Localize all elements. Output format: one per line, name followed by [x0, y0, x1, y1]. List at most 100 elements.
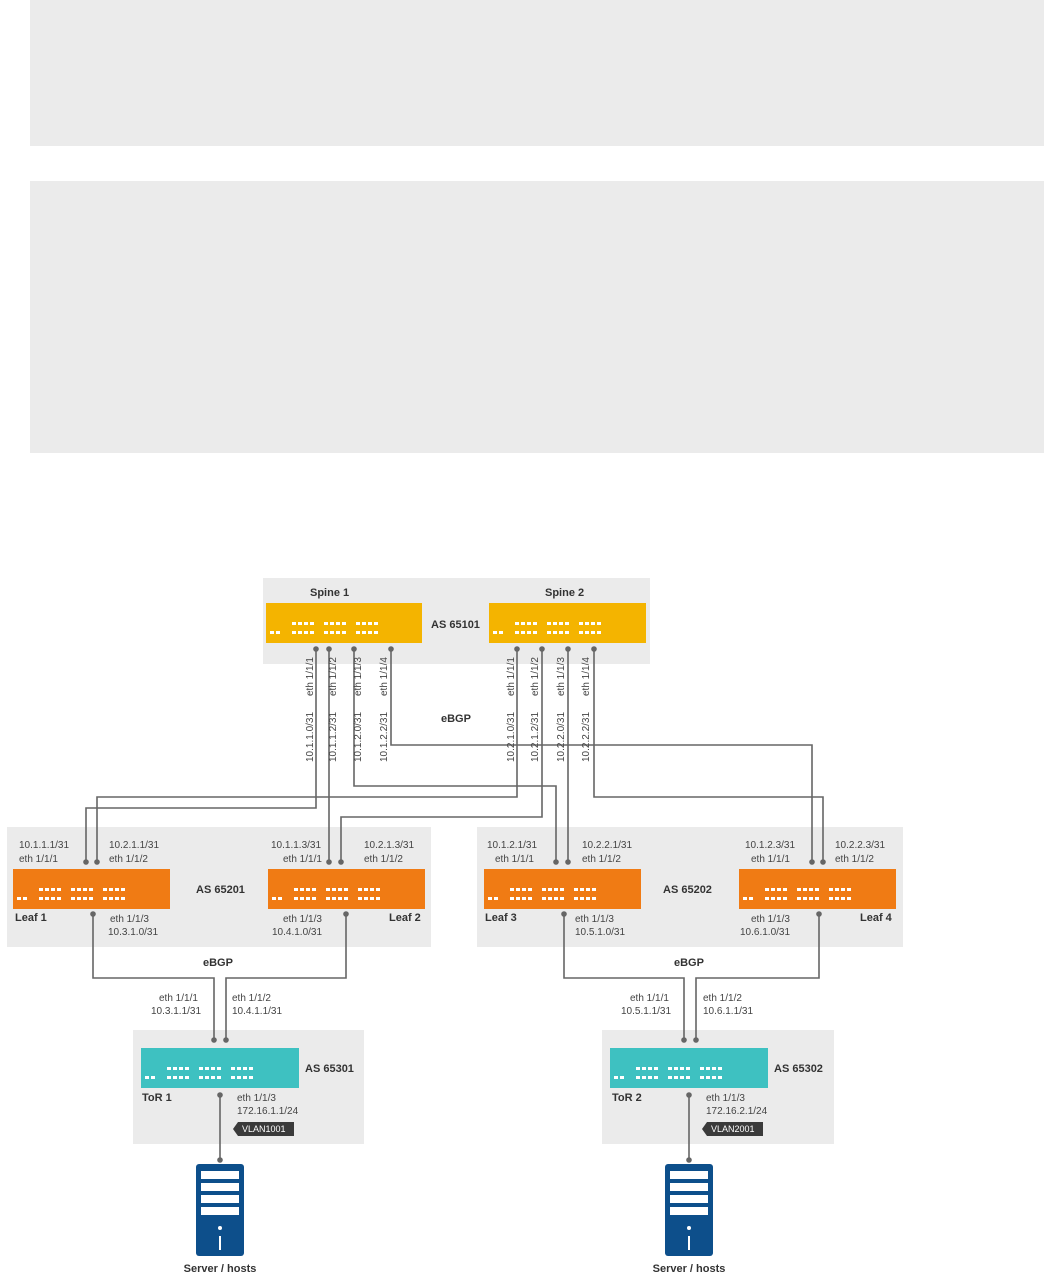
server1-icon [196, 1164, 244, 1256]
leaf4-labels: 10.1.2.3/31 eth 1/1/1 10.2.2.3/31 eth 1/… [740, 840, 893, 938]
spine2-port1: eth 1/1/1 [506, 657, 517, 696]
leaf3-switch [484, 869, 641, 909]
leaf-as-left: AS 65201 [196, 884, 245, 896]
leaf3-name: Leaf 3 [485, 912, 517, 924]
port-dots [83, 646, 826, 1163]
leaf2-port2: eth 1/1/2 [364, 854, 403, 865]
tor1-vlan-tag: VLAN1001 [233, 1122, 294, 1136]
leaf1-down-ip: 10.3.1.0/31 [108, 927, 158, 938]
server1-label: Server / hosts [184, 1263, 257, 1275]
leaf2-name: Leaf 2 [389, 912, 421, 924]
spine2-ip3: 10.2.2.0/31 [556, 712, 567, 762]
leaf4-port1: eth 1/1/1 [751, 854, 790, 865]
spine1-port1: eth 1/1/1 [305, 657, 316, 696]
leaf4-down-port: eth 1/1/3 [751, 914, 790, 925]
leaf4-port2: eth 1/1/2 [835, 854, 874, 865]
tor2-vlan-tag: VLAN2001 [702, 1122, 763, 1136]
tor2-up-port1: eth 1/1/1 [630, 993, 669, 1004]
spine2-label: Spine 2 [545, 587, 584, 599]
tor2-switch [610, 1048, 768, 1088]
link-spine2-p2-leaf2 [340, 648, 543, 862]
tor1-name: ToR 1 [142, 1092, 172, 1104]
leaf1-switch [13, 869, 170, 909]
tor1-down-ip: 172.16.1.1/24 [237, 1106, 299, 1117]
tor2-up-port2: eth 1/1/2 [703, 993, 742, 1004]
link-leaf4-tor2 [695, 914, 820, 1040]
tor2-name: ToR 2 [612, 1092, 642, 1104]
link-spine1-p4-leaf4 [390, 648, 813, 862]
leaf1-port1: eth 1/1/1 [19, 854, 58, 865]
tor2-uplink-labels: eth 1/1/1 10.5.1.1/31 eth 1/1/2 10.6.1.1… [621, 993, 753, 1017]
spine2-port4: eth 1/1/4 [581, 657, 592, 696]
spine-as-label: AS 65101 [431, 619, 480, 631]
leaf3-down-port: eth 1/1/3 [575, 914, 614, 925]
tor2-as: AS 65302 [774, 1063, 823, 1075]
leaf3-port1: eth 1/1/1 [495, 854, 534, 865]
link-spine1-p1-leaf1 [85, 648, 317, 862]
tor2-vlan-label: VLAN2001 [711, 1124, 755, 1134]
leaf1-port2: eth 1/1/2 [109, 854, 148, 865]
tor2-down-ip: 172.16.2.1/24 [706, 1106, 768, 1117]
leaf4-name: Leaf 4 [860, 912, 893, 924]
leaf4-ip1: 10.1.2.3/31 [745, 840, 795, 851]
spine2-port-labels: eth 1/1/1 10.2.1.0/31 eth 1/1/2 10.2.1.2… [506, 657, 592, 762]
tor1-switch [141, 1048, 299, 1088]
top-panel-2 [30, 181, 1044, 453]
tor1-up-ip1: 10.3.1.1/31 [151, 1006, 201, 1017]
leaf1-ip1: 10.1.1.1/31 [19, 840, 69, 851]
leaf2-ip1: 10.1.1.3/31 [271, 840, 321, 851]
leaf4-ip2: 10.2.2.3/31 [835, 840, 885, 851]
leaf2-ip2: 10.2.1.3/31 [364, 840, 414, 851]
spine1-ip2: 10.1.1.2/31 [328, 712, 339, 762]
leaf3-down-ip: 10.5.1.0/31 [575, 927, 625, 938]
leaf2-down-ip: 10.4.1.0/31 [272, 927, 322, 938]
spine1-ip4: 10.1.2.2/31 [379, 712, 390, 762]
server2-label: Server / hosts [653, 1263, 726, 1275]
leaf1-labels: 10.1.1.1/31 eth 1/1/1 10.2.1.1/31 eth 1/… [15, 840, 159, 938]
leaf3-labels: 10.1.2.1/31 eth 1/1/1 10.2.2.1/31 eth 1/… [485, 840, 632, 938]
leaf-as-right: AS 65202 [663, 884, 712, 896]
link-spine2-p1-leaf1 [96, 648, 518, 862]
tor1-down-port: eth 1/1/3 [237, 1093, 276, 1104]
leaf3-port2: eth 1/1/2 [582, 854, 621, 865]
spine2-switch [489, 603, 646, 643]
tor1-vlan-label: VLAN1001 [242, 1124, 286, 1134]
link-spine2-p4-leaf4 [593, 648, 824, 862]
leaf2-switch [268, 869, 425, 909]
leaf1-name: Leaf 1 [15, 912, 47, 924]
tor2-up-ip1: 10.5.1.1/31 [621, 1006, 671, 1017]
leaf2-port1: eth 1/1/1 [283, 854, 322, 865]
tor2-down-port: eth 1/1/3 [706, 1093, 745, 1104]
link-leaf3-tor2 [563, 914, 685, 1040]
leaf3-ip2: 10.2.2.1/31 [582, 840, 632, 851]
ebgp-right-label: eBGP [674, 957, 704, 969]
leaf-tor-links [92, 914, 820, 1160]
tor1-up-port1: eth 1/1/1 [159, 993, 198, 1004]
ebgp-left-label: eBGP [203, 957, 233, 969]
spine2-ip2: 10.2.1.2/31 [530, 712, 541, 762]
spine1-ip3: 10.1.2.0/31 [353, 712, 364, 762]
ebgp-spine-label: eBGP [441, 713, 471, 725]
spine-leaf-links [85, 648, 824, 862]
link-leaf2-tor1 [225, 914, 347, 1040]
leaf1-ip2: 10.2.1.1/31 [109, 840, 159, 851]
tor1-uplink-labels: eth 1/1/1 10.3.1.1/31 eth 1/1/2 10.4.1.1… [151, 993, 282, 1017]
spine1-label: Spine 1 [310, 587, 349, 599]
leaf2-down-port: eth 1/1/3 [283, 914, 322, 925]
tor1-as: AS 65301 [305, 1063, 354, 1075]
spine1-port4: eth 1/1/4 [379, 657, 390, 696]
leaf2-labels: 10.1.1.3/31 eth 1/1/1 10.2.1.3/31 eth 1/… [271, 840, 421, 938]
tor1-up-port2: eth 1/1/2 [232, 993, 271, 1004]
leaf4-switch [739, 869, 896, 909]
tor1-up-ip2: 10.4.1.1/31 [232, 1006, 282, 1017]
spine1-switch [266, 603, 422, 643]
spine1-port-labels: eth 1/1/1 10.1.1.0/31 eth 1/1/2 10.1.1.2… [305, 657, 390, 762]
spine2-ip4: 10.2.2.2/31 [581, 712, 592, 762]
leaf3-ip1: 10.1.2.1/31 [487, 840, 537, 851]
link-leaf1-tor1 [92, 914, 215, 1040]
link-spine1-p3-leaf3 [353, 648, 557, 862]
top-panel-1 [30, 0, 1044, 146]
spine1-ip1: 10.1.1.0/31 [305, 712, 316, 762]
server2-icon [665, 1164, 713, 1256]
